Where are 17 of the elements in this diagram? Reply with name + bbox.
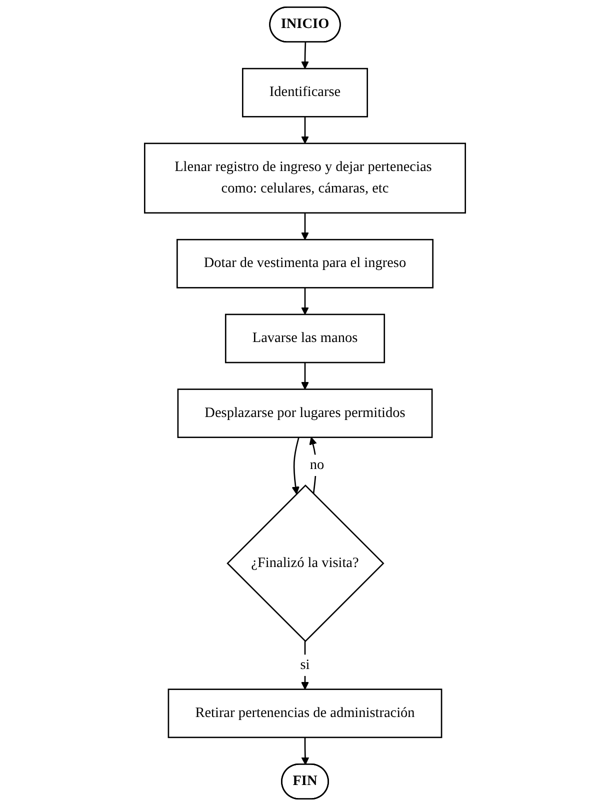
arrow (300, 641, 308, 690)
node-diamond: ¿Finalizó la visita? (226, 484, 384, 642)
node-box: Identificarse (242, 68, 368, 118)
node-box: Llenar registro de ingreso y dejar pertenecias como: celulares, cámaras, etc (144, 142, 466, 214)
arrow (300, 288, 308, 315)
arrow (300, 116, 308, 144)
node-box: Retirar pertenencias de administración (167, 688, 442, 738)
arrow (300, 737, 309, 765)
arrow (300, 42, 308, 69)
edge-label: no (309, 457, 324, 472)
node-box: Lavarse las manos (224, 314, 385, 364)
node-box: Desplazarse por lugares permitidos (176, 388, 432, 438)
arrow (291, 437, 300, 494)
edge-label: si (300, 657, 310, 672)
node-box: Dotar de vestimenta para el ingreso (176, 238, 433, 288)
arrow (300, 212, 308, 240)
arrow (300, 362, 308, 390)
